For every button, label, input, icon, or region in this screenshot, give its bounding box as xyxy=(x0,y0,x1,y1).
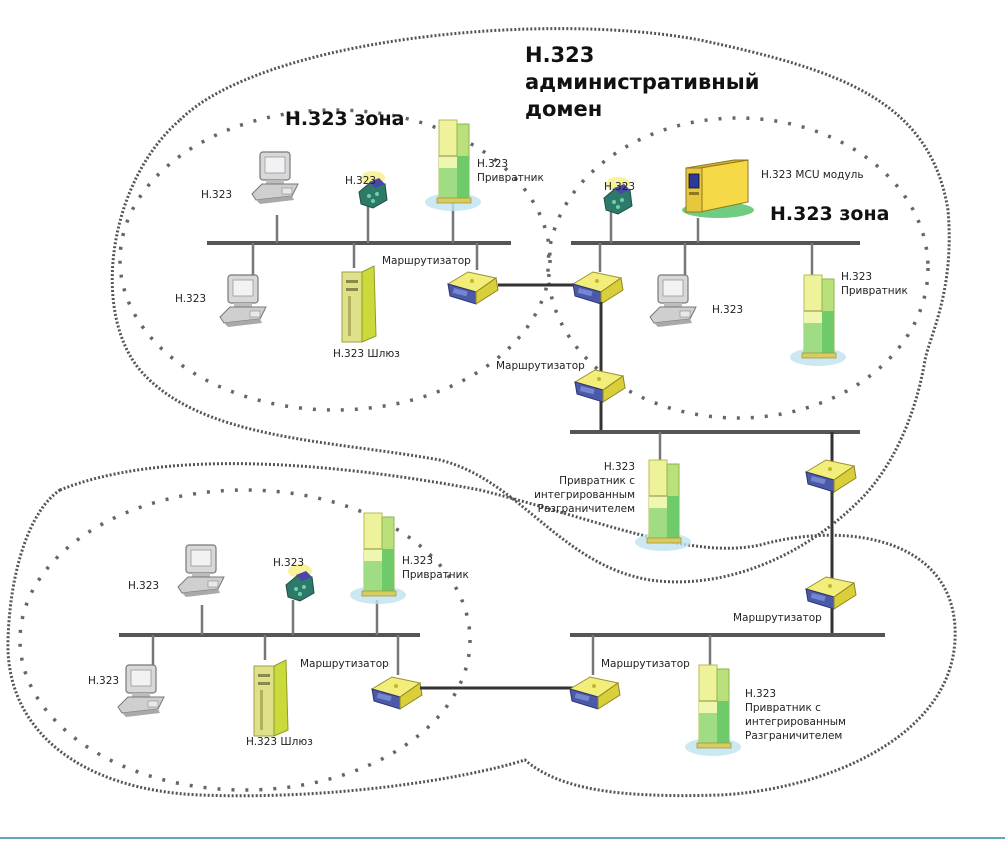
router-icon xyxy=(447,271,499,305)
gatekeeper-label: H.323 xyxy=(402,555,433,567)
router-label: Маршрутизатор xyxy=(733,612,822,624)
domain-title-line3: домен xyxy=(525,97,602,121)
zone-outline-upper-left xyxy=(118,108,552,412)
router-icon xyxy=(371,676,423,710)
terminal-pc-icon xyxy=(251,151,299,205)
terminal-label: H.323 xyxy=(345,175,376,187)
terminal-pc-icon xyxy=(177,544,225,598)
border-gatekeeper-label: интегрированным xyxy=(534,489,635,501)
gatekeeper-label: Привратник xyxy=(841,285,908,297)
zone-title-right: H.323 зона xyxy=(770,203,889,225)
mcu-icon xyxy=(681,159,755,219)
gatekeeper-label: H.323 xyxy=(841,271,872,283)
border-gatekeeper-label: Разграничителем xyxy=(745,730,842,742)
router-icon xyxy=(805,576,857,610)
zone-outline-lower-left xyxy=(18,488,472,792)
gatekeeper-label: Привратник xyxy=(477,172,544,184)
router-icon xyxy=(805,459,857,493)
zone-title-left: H.323 зона xyxy=(285,108,404,130)
gatekeeper-icon xyxy=(424,119,482,212)
router-icon xyxy=(572,271,624,305)
terminal-pc-icon xyxy=(117,664,165,718)
terminal-pc-icon xyxy=(219,274,267,328)
terminal-label: H.323 xyxy=(175,293,206,305)
border-gatekeeper-icon xyxy=(684,664,742,757)
gateway-server-icon xyxy=(341,265,377,343)
gateway-label: H.323 Шлюз xyxy=(333,348,400,360)
gatekeeper-label: H.323 xyxy=(477,158,508,170)
gatekeeper-icon xyxy=(349,512,407,605)
router-label: Маршрутизатор xyxy=(300,658,389,670)
terminal-label: H.323 xyxy=(273,557,304,569)
bottom-divider xyxy=(0,837,1005,839)
router-icon xyxy=(569,676,621,710)
terminal-label: H.323 xyxy=(712,304,743,316)
lower-domain-outline xyxy=(6,462,957,798)
border-gatekeeper-label: H.323 xyxy=(604,461,635,473)
router-icon xyxy=(574,369,626,403)
border-gatekeeper-icon xyxy=(634,459,692,552)
ip-phone-icon xyxy=(285,563,315,602)
border-gatekeeper-label: интегрированным xyxy=(745,716,846,728)
router-label: Маршрутизатор xyxy=(382,255,471,267)
terminal-label: H.323 xyxy=(604,181,635,193)
gateway-server-icon xyxy=(253,659,289,737)
terminal-label: H.323 xyxy=(88,675,119,687)
zone-outline-upper-right xyxy=(546,116,930,420)
gateway-label: H.323 Шлюз xyxy=(246,736,313,748)
border-gatekeeper-label: Привратник с xyxy=(745,702,821,714)
gatekeeper-icon xyxy=(789,274,847,367)
router-label: Маршрутизатор xyxy=(601,658,690,670)
domain-title-line2: административный xyxy=(525,70,759,94)
terminal-label: H.323 xyxy=(128,580,159,592)
domain-title-line1: H.323 xyxy=(525,43,594,67)
border-gatekeeper-label: Привратник с xyxy=(559,475,635,487)
border-gatekeeper-label: H.323 xyxy=(745,688,776,700)
border-gatekeeper-label: Разграничителем xyxy=(538,503,635,515)
terminal-label: H.323 xyxy=(201,189,232,201)
router-label: Маршрутизатор xyxy=(496,360,585,372)
admin-domain-outline xyxy=(110,27,951,584)
gatekeeper-label: Привратник xyxy=(402,569,469,581)
mcu-label: H.323 MCU модуль xyxy=(761,169,864,181)
terminal-pc-icon xyxy=(649,274,697,328)
